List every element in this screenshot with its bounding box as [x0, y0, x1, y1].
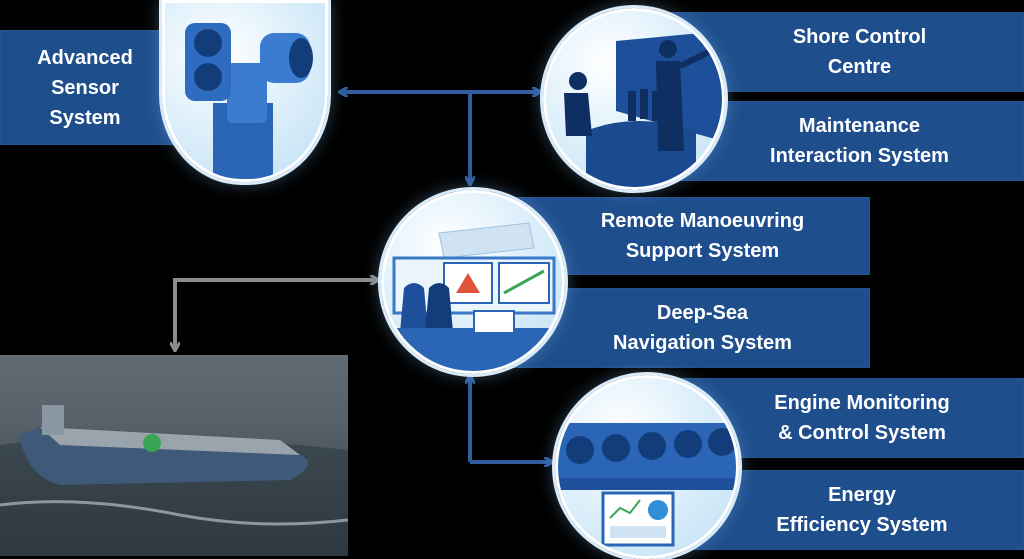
- control-room-icon: [564, 31, 722, 187]
- cargo-ship-icon: [0, 405, 348, 556]
- engine-cylinders-icon: [558, 423, 736, 547]
- deep-sea-label: Deep-Sea Navigation System: [613, 302, 792, 354]
- ship-bridge-icon: [384, 222, 562, 371]
- engine-monitoring-label: Engine Monitoring & Control System: [774, 392, 950, 444]
- sensor-illustration: [162, 0, 328, 182]
- ship-bridge-arrow: [175, 280, 378, 350]
- shore-control-label: Shore Control Centre: [792, 26, 927, 78]
- advanced-sensor-label: Advanced Sensor System: [37, 46, 133, 129]
- shore-control-illustration: [543, 8, 725, 190]
- energy-efficiency-label: Energy Efficiency System: [776, 484, 948, 536]
- maintenance-label: Maintenance Interaction System: [770, 115, 949, 167]
- cargo-ship-image: [0, 355, 348, 556]
- remote-manoeuvring-panel: Remote Manoeuvring Support System: [495, 197, 870, 275]
- camera-sensor-icon: [185, 23, 313, 179]
- bridge-engine-arrow: [470, 376, 552, 462]
- engine-illustration: [555, 375, 739, 559]
- remote-manoeuvring-label: Remote Manoeuvring Support System: [600, 210, 805, 262]
- bridge-illustration: [381, 190, 565, 374]
